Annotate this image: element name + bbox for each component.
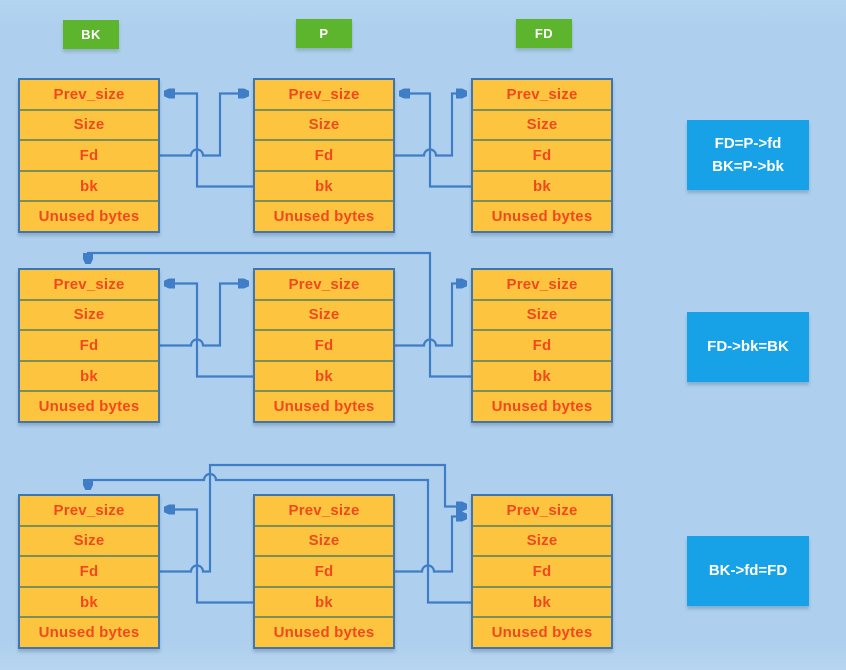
chunk-field-size: Size: [473, 524, 611, 556]
chunk-field-fd: Fd: [20, 139, 158, 170]
chunk-field-size: Size: [473, 108, 611, 140]
chunk-field-size: Size: [473, 298, 611, 330]
chunk-field-bk: bk: [255, 169, 393, 201]
arrow-p-fd-to-fd-step1: [395, 94, 466, 157]
arrow-bk-fd-to-p-step1: [160, 94, 248, 157]
equation-line: BK->fd=FD: [708, 562, 788, 580]
chunk-field-fd: Fd: [255, 329, 393, 360]
chunk-field-size: Size: [255, 298, 393, 330]
chunk-field-size: Size: [255, 524, 393, 556]
chunk-field-prev-size: Prev_size: [288, 275, 360, 293]
chunk-field-unused-bytes: Unused bytes: [473, 200, 611, 231]
chunk-field-prev-size: Prev_size: [506, 275, 578, 293]
equation-line: FD->bk=BK: [707, 338, 789, 356]
equation-step1: FD=P->fd BK=P->bk: [687, 120, 809, 190]
chunk-field-fd: Fd: [473, 139, 611, 170]
arrow-fd-bk-to-p-step1: [400, 94, 471, 188]
chunk-field-size: Size: [20, 108, 158, 140]
chunk-field-prev-size: Prev_size: [506, 85, 578, 103]
arrow-p-fd-to-fd-step2: [395, 284, 466, 347]
chunk-field-unused-bytes: Unused bytes: [255, 390, 393, 421]
arrow-p-bk-to-bk-step1: [165, 94, 253, 188]
chunk-field-fd: Fd: [20, 555, 158, 586]
equation-step3: BK->fd=FD: [687, 536, 809, 606]
chunk-field-unused-bytes: Unused bytes: [255, 200, 393, 231]
chunk-field-size: Size: [255, 108, 393, 140]
chunk-field-fd: Fd: [473, 329, 611, 360]
column-label-bk: BK: [63, 20, 119, 49]
chunk-field-fd: Fd: [255, 555, 393, 586]
chunk-field-bk: bk: [20, 359, 158, 391]
arrow-p-fd-to-fd-step3: [395, 517, 466, 573]
column-label-p: P: [296, 19, 352, 48]
chunk-field-bk: bk: [20, 585, 158, 617]
chunk-field-bk: bk: [255, 359, 393, 391]
chunk-field-prev-size: Prev_size: [288, 501, 360, 519]
chunk-field-bk: bk: [473, 359, 611, 391]
chunk-field-unused-bytes: Unused bytes: [20, 200, 158, 231]
equation-line: BK=P->bk: [712, 158, 784, 175]
chunk-field-prev-size: Prev_size: [53, 85, 125, 103]
column-label-fd: FD: [516, 19, 572, 48]
chunk-field-unused-bytes: Unused bytes: [20, 616, 158, 647]
arrow-bk-fd-to-p-step2: [160, 284, 248, 347]
chunk-field-size: Size: [20, 524, 158, 556]
chunk-field-unused-bytes: Unused bytes: [20, 390, 158, 421]
arrow-p-bk-to-bk-step3: [165, 510, 253, 604]
chunk-field-unused-bytes: Unused bytes: [473, 390, 611, 421]
chunk-field-fd: Fd: [20, 329, 158, 360]
chunk-field-unused-bytes: Unused bytes: [255, 616, 393, 647]
chunk-field-prev-size: Prev_size: [506, 501, 578, 519]
chunk-field-fd: Fd: [473, 555, 611, 586]
arrow-p-bk-to-bk-step2: [165, 284, 253, 378]
chunk-field-prev-size: Prev_size: [288, 85, 360, 103]
chunk-field-fd: Fd: [255, 139, 393, 170]
chunk-field-prev-size: Prev_size: [53, 501, 125, 519]
chunk-field-bk: bk: [255, 585, 393, 617]
chunk-field-bk: bk: [473, 169, 611, 201]
chunk-field-bk: bk: [473, 585, 611, 617]
equation-step2: FD->bk=BK: [687, 312, 809, 382]
equation-line: FD=P->fd: [714, 134, 782, 152]
chunk-field-size: Size: [20, 298, 158, 330]
chunk-field-prev-size: Prev_size: [53, 275, 125, 293]
chunk-field-bk: bk: [20, 169, 158, 201]
chunk-field-unused-bytes: Unused bytes: [473, 616, 611, 647]
